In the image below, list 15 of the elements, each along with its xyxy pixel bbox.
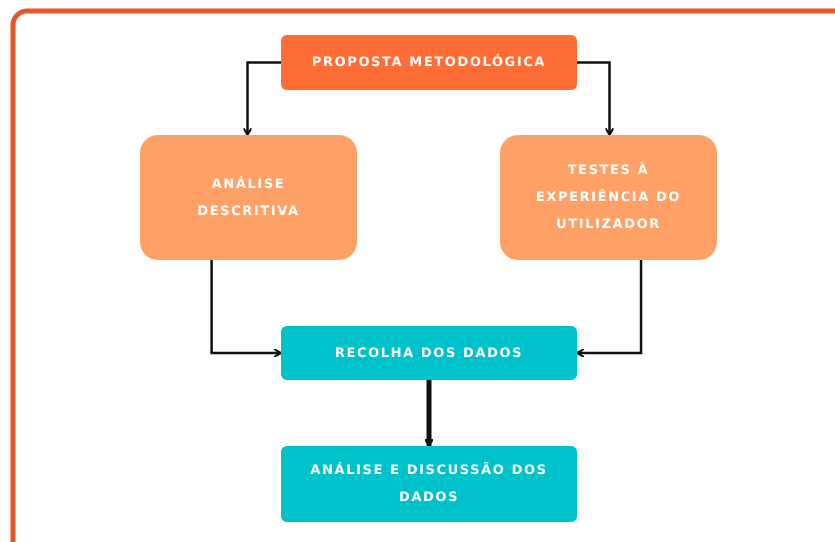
arrow	[577, 61, 614, 136]
arrow	[242, 61, 281, 136]
process-box	[140, 135, 357, 260]
arrow	[576, 260, 642, 358]
box-label: PROPOSTA METODOLÓGICA	[312, 53, 546, 72]
arrow	[424, 380, 434, 447]
arrow	[210, 260, 282, 358]
box-label: ANÁLISE DESCRITIVA	[196, 175, 301, 220]
box-label: TESTES À EXPERIÊNCIA DO UTILIZADOR	[534, 161, 682, 234]
box-label: ANÁLISE E DISCUSSÃO DOS DADOS	[309, 460, 549, 507]
process-box	[281, 326, 577, 380]
process-box	[281, 446, 577, 522]
box-label: RECOLHA DOS DADOS	[334, 344, 524, 362]
process-box	[281, 35, 577, 90]
process-box	[500, 135, 717, 260]
